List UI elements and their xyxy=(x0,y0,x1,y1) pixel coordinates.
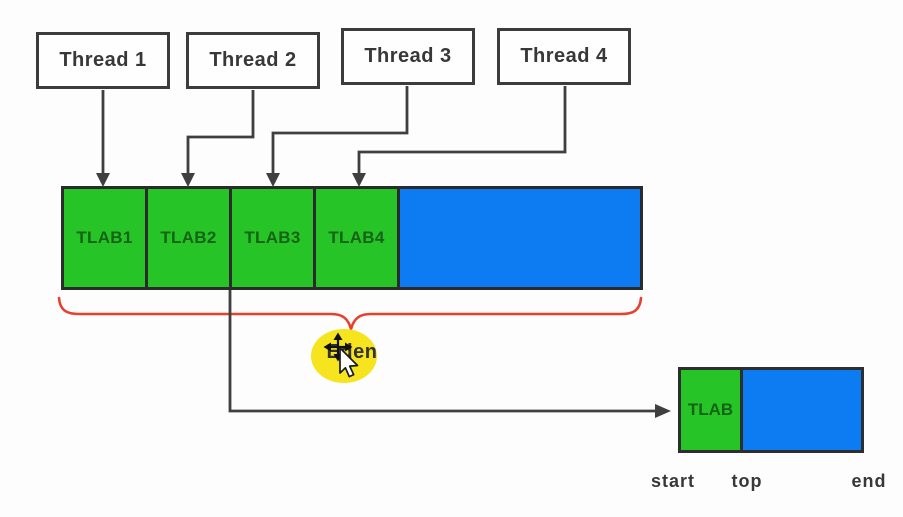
tlab1-segment: TLAB1 xyxy=(64,189,148,287)
thread4-box: Thread 4 xyxy=(497,28,631,85)
tlab-detail-label: TLAB xyxy=(687,400,734,419)
thread2-arrowhead xyxy=(181,173,195,187)
tlab3-label: TLAB3 xyxy=(244,228,301,247)
tlab4-label: TLAB4 xyxy=(328,228,385,247)
tlab-zoom-arrowhead xyxy=(655,404,671,418)
tlab-used-part: TLAB xyxy=(681,370,743,450)
thread1-label: Thread 1 xyxy=(59,49,147,71)
marker-start: start xyxy=(650,471,695,491)
eden-memory-bar: TLAB1 TLAB2 TLAB3 TLAB4 xyxy=(61,186,643,290)
thread1-box: Thread 1 xyxy=(36,32,170,89)
thread3-label: Thread 3 xyxy=(364,45,452,67)
thread1-arrowhead xyxy=(96,173,110,187)
thread4-arrowhead xyxy=(352,173,366,187)
thread2-box: Thread 2 xyxy=(186,32,320,89)
thread4-arrow-line xyxy=(357,86,567,174)
thread3-arrowhead xyxy=(266,173,280,187)
eden-label: Eden xyxy=(326,341,378,363)
marker-end: end xyxy=(851,471,887,491)
thread3-box: Thread 3 xyxy=(341,28,475,85)
thread2-label: Thread 2 xyxy=(209,49,297,71)
tlab2-segment: TLAB2 xyxy=(148,189,232,287)
thread3-arrow-line xyxy=(271,86,409,174)
tlab4-segment: TLAB4 xyxy=(316,189,400,287)
tlab-free-part xyxy=(743,370,861,450)
tlab1-label: TLAB1 xyxy=(76,228,133,247)
tlab-detail-box: TLAB xyxy=(678,367,864,453)
thread4-label: Thread 4 xyxy=(520,45,608,67)
eden-brace xyxy=(57,296,643,334)
tlab-zoom-arrow-line xyxy=(228,290,656,413)
marker-top: top xyxy=(731,471,763,491)
eden-free-space-segment xyxy=(400,189,640,287)
tlab2-label: TLAB2 xyxy=(160,228,217,247)
thread2-arrow-line xyxy=(186,90,255,174)
tlab3-segment: TLAB3 xyxy=(232,189,316,287)
